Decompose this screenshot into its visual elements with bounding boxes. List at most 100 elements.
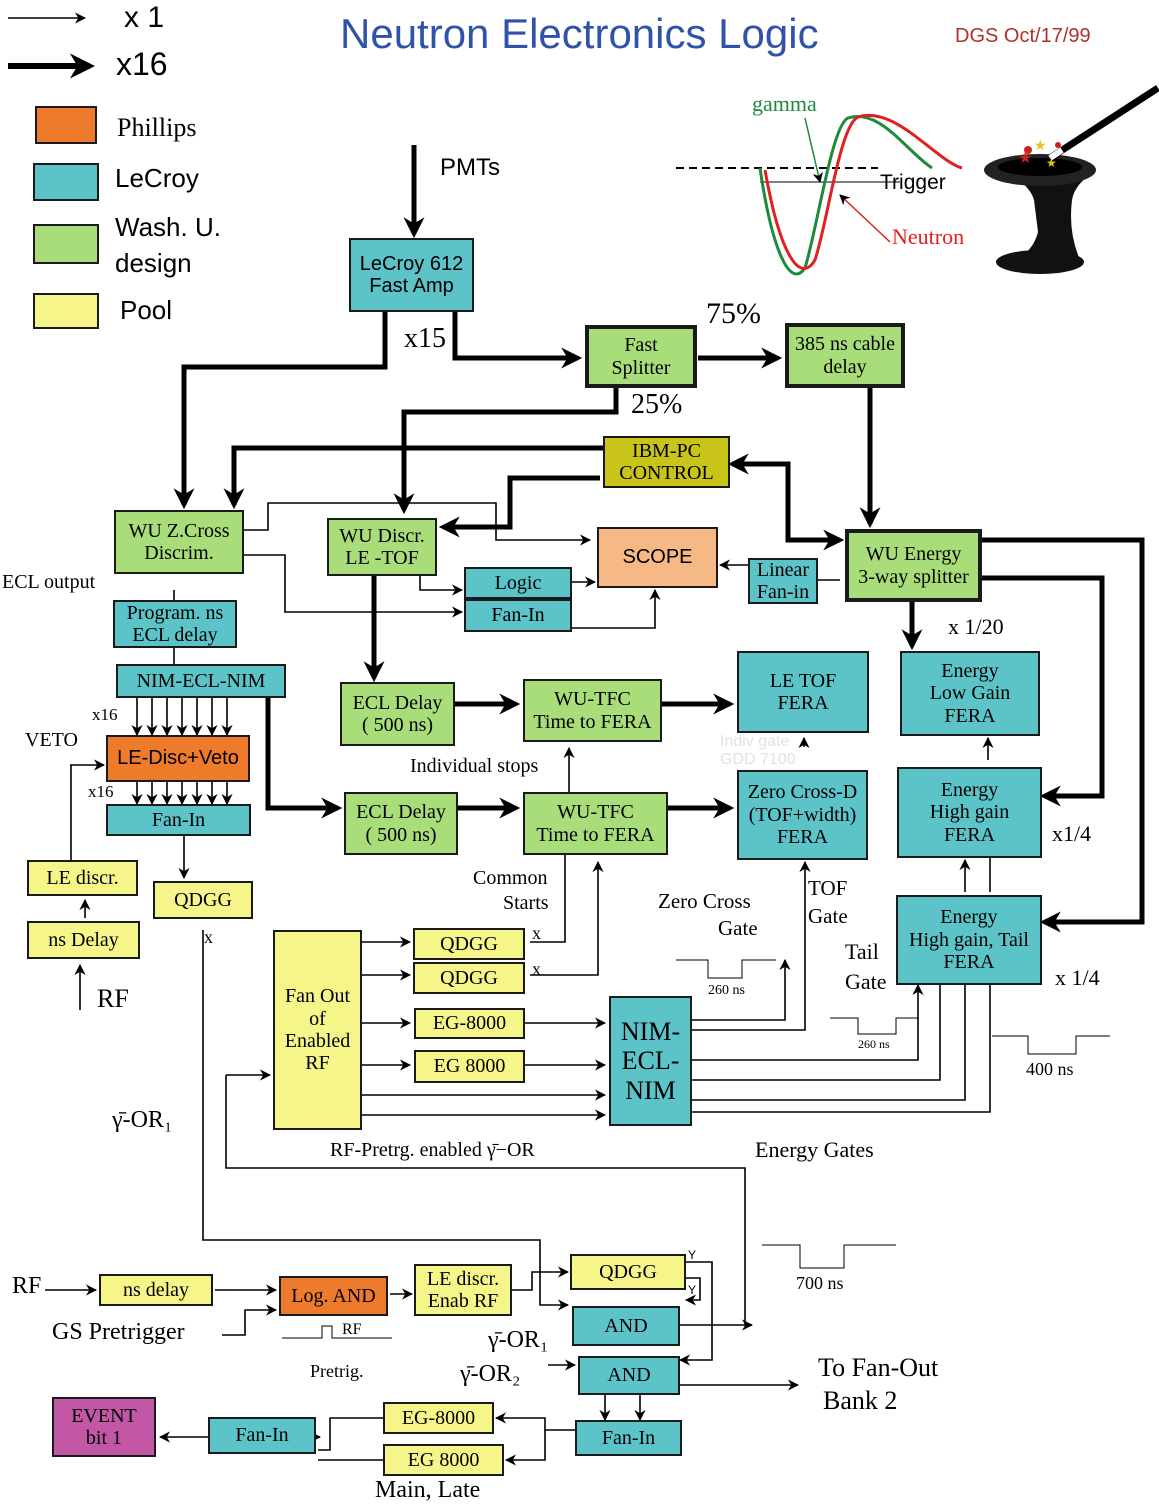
legend-phillips-label: Phillips: [117, 113, 197, 142]
energy-gates-label: Energy Gates: [755, 1137, 874, 1162]
scope: SCOPE: [597, 527, 718, 588]
le-discr-left: LE discr.: [27, 860, 138, 896]
and-2: AND: [578, 1356, 680, 1395]
orbar2-label: γ̄-OR₂: [460, 1361, 521, 1387]
pct75-label: 75%: [706, 297, 761, 330]
faint-note-2: GDD 7100: [720, 751, 796, 768]
zero-cross-gate-label-2: Gate: [718, 916, 758, 940]
zero-cross-d-fera: Zero Cross-D (TOF+width) FERA: [737, 770, 868, 860]
fan-in-mid: Fan-In: [464, 599, 572, 632]
legend-wu-label-line1: Wash. U.: [115, 212, 221, 242]
fan-in-bottom-right: Fan-In: [575, 1420, 682, 1456]
rf-input-label: RF: [97, 984, 129, 1013]
starts-label: Starts: [503, 892, 549, 914]
legend-pool-label: Pool: [120, 295, 173, 325]
ns-delay-left: ns Delay: [27, 921, 140, 959]
main-late-label: Main, Late: [375, 1477, 481, 1503]
legend-wu-swatch: [33, 224, 99, 264]
to-fanout-label-1: To Fan-Out: [818, 1353, 939, 1382]
legend-x1-label: x 1: [124, 1, 165, 34]
inset-trigger-label: Trigger: [880, 171, 946, 194]
x16-label-a: x16: [92, 705, 118, 724]
common-label: Common: [473, 867, 548, 889]
x16-label-b: x16: [88, 782, 114, 801]
thick-arrows: [173, 145, 1145, 933]
energy-high-gain-fera: Energy High gain FERA: [897, 767, 1042, 858]
x15-label: x15: [404, 323, 446, 354]
fan-out-enabled-rf: Fan Out of Enabled RF: [273, 930, 362, 1130]
pretrig-label: Pretrig.: [310, 1361, 364, 1381]
pulse-400ns-label: 400 ns: [1026, 1059, 1074, 1079]
rf-bottom-label: RF: [12, 1273, 42, 1299]
author-date: DGS Oct/17/99: [955, 25, 1091, 47]
svg-text:★: ★: [1046, 156, 1057, 170]
zero-cross-gate-label-1: Zero Cross: [658, 889, 751, 913]
energy-high-gain-tail-fera: Energy High gain, Tail FERA: [896, 895, 1042, 985]
faint-note-1: Indiv gate: [720, 733, 790, 750]
legend-pool-swatch: [33, 293, 99, 329]
pulse-260ns-label-a: 260 ns: [708, 983, 745, 998]
gate-pulses: [282, 959, 1110, 1339]
le-tof-fera: LE TOF FERA: [737, 651, 869, 733]
eg-8000-a: EG-8000: [414, 1008, 525, 1039]
fast-splitter: Fast Splitter: [585, 325, 697, 388]
pulse-700ns-label: 700 ns: [796, 1273, 844, 1293]
wu-tfc-2: WU-TFC Time to FERA: [523, 792, 668, 855]
tail-gate-label-1: Tail: [845, 939, 879, 964]
nim-ecl-nim-big: NIM- ECL- NIM: [609, 996, 692, 1126]
legend-arrows: [8, 12, 96, 79]
legend-phillips-swatch: [35, 106, 97, 144]
le-disc-veto: LE-Disc+Veto: [106, 735, 250, 782]
fan-in-left: Fan-In: [106, 804, 251, 836]
event-bit-1: EVENT bit 1: [52, 1397, 156, 1457]
x14-label-a: x1/4: [1052, 821, 1092, 846]
waveform-inset: [676, 113, 963, 276]
programmable-ecl-delay: Program. ns ECL delay: [113, 600, 237, 648]
legend-x16-label: x16: [116, 46, 168, 82]
rf-small-label: RF: [342, 1321, 362, 1338]
pct25-label: 25%: [631, 389, 683, 420]
logic: Logic: [464, 567, 572, 599]
wu-discr-le-tof: WU Discr. LE -TOF: [327, 518, 437, 576]
nim-ecl-nim-left: NIM-ECL-NIM: [116, 664, 286, 698]
x-label-b: x: [532, 923, 541, 943]
inset-neutron-label: Neutron: [892, 224, 965, 249]
svg-text:★: ★: [1018, 150, 1032, 167]
x14-label-b: x 1/4: [1055, 965, 1100, 990]
wu-tfc-1: WU-TFC Time to FERA: [523, 679, 662, 742]
individual-stops-label: Individual stops: [410, 755, 539, 777]
inset-gamma-label: gamma: [752, 91, 817, 116]
svg-text:★: ★: [1034, 139, 1047, 154]
veto-label: VETO: [25, 729, 78, 751]
and-1: AND: [572, 1306, 680, 1346]
y-label-1: Y: [688, 1248, 697, 1262]
eg-8000-d: EG 8000: [383, 1444, 504, 1476]
thin-arrows: [45, 502, 994, 1466]
ns-delay-bottom: ns delay: [99, 1274, 213, 1306]
eg-8000-c: EG-8000: [383, 1402, 494, 1434]
linear-fan-in: Linear Fan-in: [748, 558, 818, 604]
ecl-delay-500ns-1: ECL Delay ( 500 ns): [340, 682, 455, 746]
wu-zcross-discrim: WU Z.Cross Discrim.: [114, 510, 244, 574]
qdgg-left: QDGG: [153, 881, 253, 919]
wu-energy-3way-splitter: WU Energy 3-way splitter: [845, 529, 982, 602]
ecl-delay-500ns-2: ECL Delay ( 500 ns): [344, 792, 458, 855]
legend-lecroy-label: LeCroy: [115, 163, 199, 193]
orbar1b-label: γ̄-OR₁: [488, 1327, 549, 1353]
legend-wu-label-line2: design: [115, 248, 192, 278]
tof-gate-label-2: Gate: [808, 904, 848, 928]
qdgg-bottom: QDGG: [570, 1254, 686, 1290]
bus-arrows: [131, 698, 233, 806]
x-label-c: x: [532, 959, 541, 979]
x-label-a: x: [204, 927, 213, 947]
orbar1-label: γ̄-OR₁: [112, 1107, 173, 1133]
magic-hat-icon: ★ ★ ★: [984, 85, 1159, 274]
qdgg-2: QDGG: [413, 962, 525, 994]
x120-label: x 1/20: [948, 614, 1004, 639]
rf-pretrg-label: RF-Pretrg. enabled γ̄−OR: [330, 1139, 535, 1161]
tof-gate-label-1: TOF: [808, 876, 848, 900]
eg-8000-b: EG 8000: [414, 1050, 525, 1083]
ibm-pc-control: IBM-PC CONTROL: [603, 436, 730, 488]
gs-pretrigger-label: GS Pretrigger: [52, 1319, 185, 1345]
